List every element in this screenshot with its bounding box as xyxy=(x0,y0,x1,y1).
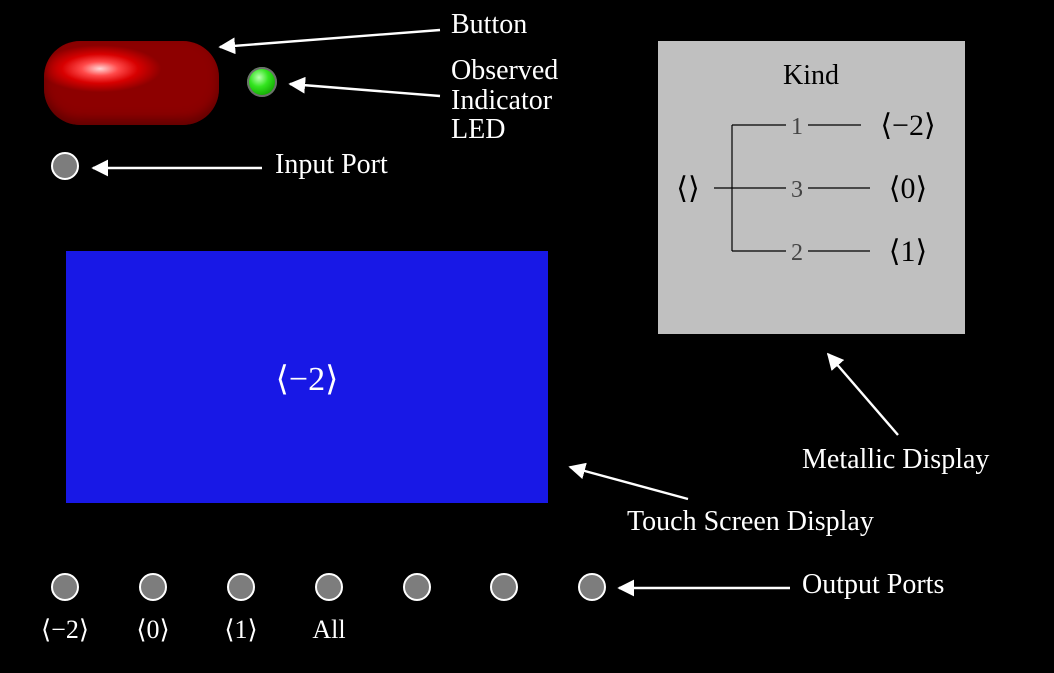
indicator-led xyxy=(247,67,277,97)
output-port[interactable] xyxy=(578,573,606,601)
led-label-line1: Observed xyxy=(451,55,559,86)
output-port[interactable] xyxy=(51,573,79,601)
output-port[interactable] xyxy=(315,573,343,601)
metallic-tree: Kind ⟨⟩ 1 3 2 ⟨−2⟩ ⟨0⟩ ⟨1⟩ xyxy=(676,60,935,268)
metallic-root: ⟨⟩ xyxy=(676,172,699,205)
branch-value: ⟨−2⟩ xyxy=(880,109,935,142)
led-label-line2: Indicator xyxy=(451,85,553,116)
output-port-label: ⟨−2⟩ xyxy=(41,615,89,644)
output-port-label: ⟨0⟩ xyxy=(136,615,170,644)
button-arrow xyxy=(218,28,441,55)
touch-screen-value: ⟨−2⟩ xyxy=(275,361,339,398)
output-port[interactable] xyxy=(403,573,431,601)
metallic-display: Kind ⟨⟩ 1 3 2 ⟨−2⟩ ⟨0⟩ ⟨1⟩ xyxy=(658,41,965,334)
touch-screen-arrow xyxy=(568,462,689,501)
touch-screen-display[interactable]: ⟨−2⟩ xyxy=(66,251,548,503)
output-port[interactable] xyxy=(490,573,518,601)
metallic-title: Kind xyxy=(783,60,839,91)
metallic-display-label: Metallic Display xyxy=(802,444,990,475)
output-port-label: ⟨1⟩ xyxy=(224,615,258,644)
input-port[interactable] xyxy=(51,152,79,180)
red-button[interactable] xyxy=(44,41,219,125)
branch-count: 3 xyxy=(791,177,803,203)
branch-value: ⟨0⟩ xyxy=(889,172,927,205)
output-port-label: All xyxy=(312,615,346,644)
output-ports-label: Output Ports xyxy=(802,569,945,600)
led-label-line3: LED xyxy=(451,114,506,145)
output-port[interactable] xyxy=(139,573,167,601)
branch-count: 1 xyxy=(791,114,803,140)
output-port[interactable] xyxy=(227,573,255,601)
branch-count: 2 xyxy=(791,240,803,266)
metallic-arrow xyxy=(826,352,899,436)
branch-value: ⟨1⟩ xyxy=(889,235,927,268)
touch-screen-label: Touch Screen Display xyxy=(627,506,874,537)
input-port-label: Input Port xyxy=(275,149,388,180)
tree-edges xyxy=(714,124,870,252)
led-arrow xyxy=(288,76,441,98)
button-label: Button xyxy=(451,9,528,40)
